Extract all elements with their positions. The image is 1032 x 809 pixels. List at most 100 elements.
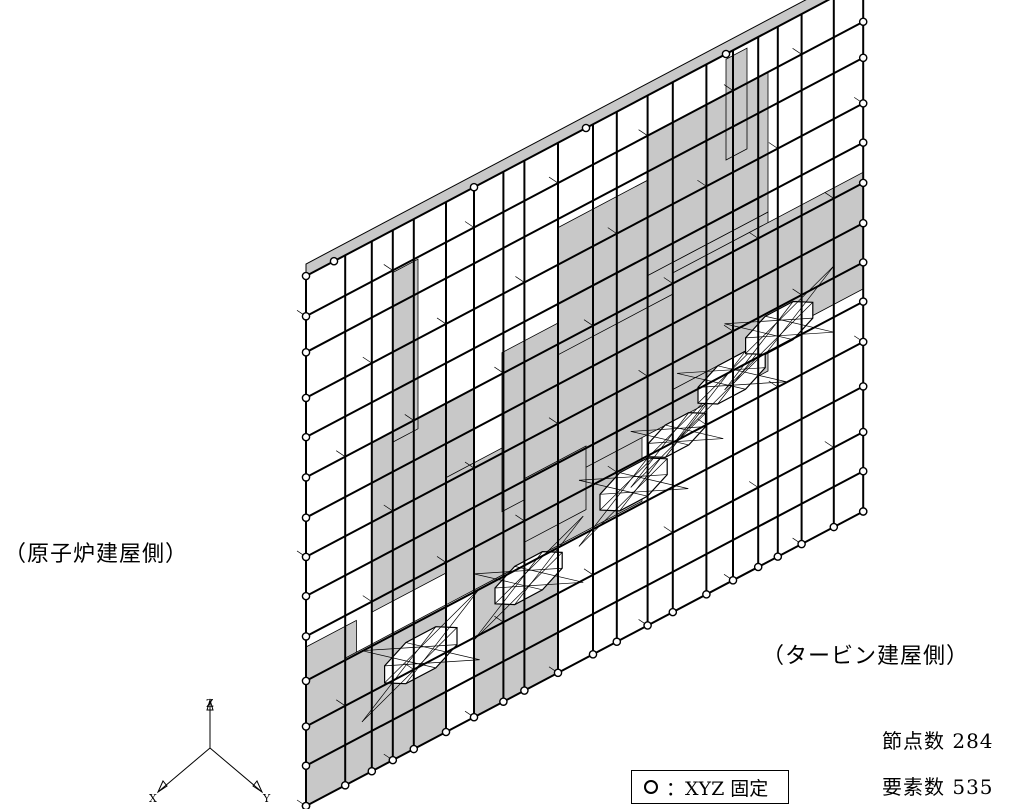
depth-line <box>515 514 525 522</box>
opening-radial-line <box>514 566 584 583</box>
depth-line <box>583 319 594 326</box>
fixed-node <box>301 473 311 482</box>
mesh-horizontal <box>305 141 864 439</box>
fixed-node <box>858 218 868 228</box>
depth-line <box>464 461 475 469</box>
fixed-node <box>301 348 311 357</box>
node-count-label: 節点数 <box>882 729 945 753</box>
fixed-node <box>858 427 868 437</box>
fixed-node <box>469 712 479 722</box>
depth-line <box>663 277 673 284</box>
opening-radial-line <box>676 350 746 440</box>
depth-line <box>548 176 559 184</box>
depth-line <box>792 48 802 55</box>
thick-mesh-lines <box>305 0 865 807</box>
fixed-node <box>301 591 311 601</box>
opening-radial-line <box>578 479 648 497</box>
fixed-node <box>301 676 311 686</box>
fixed-node-circle-icon <box>644 780 658 794</box>
fixed-node <box>441 727 451 737</box>
element-count-value: 535 <box>952 775 994 799</box>
opening-radial-line <box>473 573 543 591</box>
depth-line <box>607 465 617 473</box>
element-count-label: 要素数 <box>882 775 945 799</box>
fixed-node <box>301 432 311 442</box>
opening-radial-line <box>630 426 706 432</box>
node-count: 節点数 284 <box>882 725 994 754</box>
fixed-node <box>858 178 868 188</box>
axis-triad <box>156 698 264 794</box>
opening-radial-line <box>676 367 766 374</box>
fixed-node <box>301 552 311 562</box>
opening-radial-line <box>648 438 724 444</box>
depth-line <box>663 526 673 533</box>
depth-line <box>404 663 414 670</box>
opening-radial-line <box>405 642 480 661</box>
opening-radial-line <box>745 265 835 354</box>
opening-radial-line <box>514 515 584 605</box>
depth-line <box>383 504 393 512</box>
fixed-node <box>301 801 311 809</box>
fixed-node <box>301 393 311 403</box>
element-count: 要素数 535 <box>882 771 994 800</box>
mesh-horizontal <box>305 102 864 399</box>
mesh-horizontal <box>305 181 864 479</box>
depth-line <box>583 568 594 576</box>
depth-line <box>697 179 707 187</box>
fixed-node <box>469 182 479 192</box>
legend: ：XYZ 固定 <box>631 770 789 804</box>
fixed-node <box>520 686 529 695</box>
axis-y-arrow-icon <box>252 780 264 794</box>
fixed-node <box>858 382 868 391</box>
fixed-node <box>858 258 868 267</box>
fixed-node <box>702 590 711 599</box>
node-count-value: 284 <box>952 729 994 753</box>
axis-y-line <box>209 747 263 793</box>
fixed-node <box>797 539 806 549</box>
fixed-node <box>301 271 311 281</box>
depth-line <box>768 380 778 388</box>
depth-line <box>638 129 648 137</box>
depth-line <box>749 232 759 239</box>
depth-line <box>607 227 617 234</box>
depth-line <box>362 356 372 364</box>
opening-radial-line <box>361 626 437 723</box>
fixed-node <box>728 576 738 585</box>
fixed-nodes <box>301 17 868 809</box>
fixed-node <box>301 722 311 731</box>
fixed-node <box>721 49 731 59</box>
fixed-node <box>329 256 339 266</box>
depth-line <box>792 288 802 296</box>
fixed-node <box>388 755 398 765</box>
fixed-node <box>301 761 311 771</box>
fixed-node <box>499 697 508 706</box>
axis-x-line <box>157 747 211 793</box>
opening-radial-line <box>765 315 834 333</box>
mesh-horizontal <box>305 385 864 682</box>
depth-line <box>383 264 393 271</box>
fixed-node <box>858 138 868 147</box>
fixed-node <box>858 17 868 27</box>
depth-line <box>697 418 707 426</box>
turbine-building-side-label: （タービン建屋側） <box>762 644 970 669</box>
fixed-node <box>858 466 868 476</box>
depth-line <box>336 699 346 707</box>
opening-radial-line <box>361 644 458 652</box>
opening-radial-line <box>630 413 706 488</box>
fixed-node <box>773 552 783 561</box>
fixed-node <box>581 123 591 133</box>
axis-z-label: Z <box>206 697 214 710</box>
reactor-building-side-label: （原子炉建屋側） <box>4 542 189 567</box>
axis-x-arrow-icon <box>156 780 168 794</box>
mesh-horizontal <box>305 431 864 728</box>
fixed-node <box>668 607 678 617</box>
opening-radial-line <box>473 552 563 641</box>
thin-mesh-lines <box>296 48 864 807</box>
depth-line <box>768 142 778 149</box>
depth-line <box>723 324 734 332</box>
fixed-node <box>643 621 652 630</box>
fixed-node <box>829 522 839 532</box>
depth-line <box>494 366 504 374</box>
fixed-node <box>612 637 622 647</box>
